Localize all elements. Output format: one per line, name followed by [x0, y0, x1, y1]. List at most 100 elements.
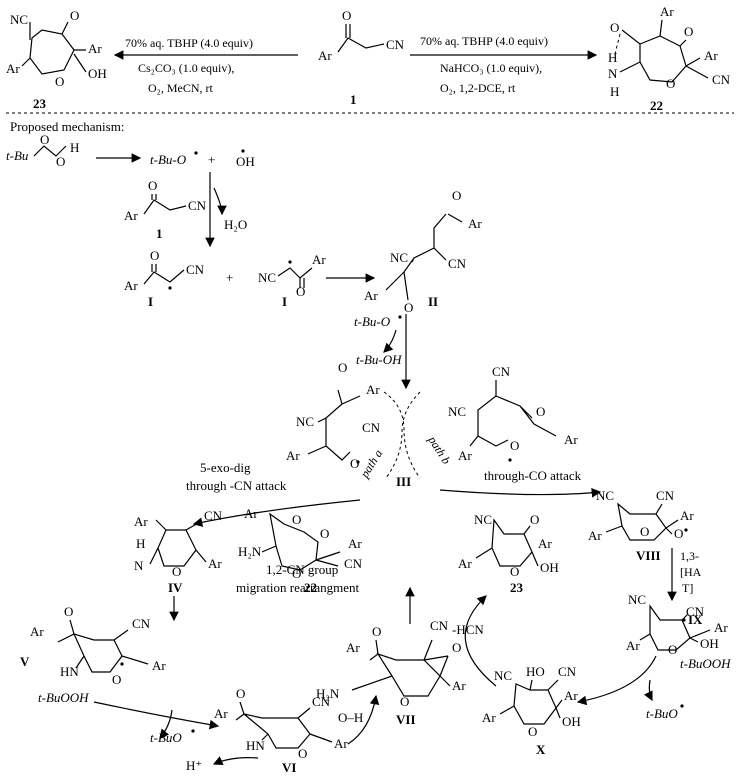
oh-label: OH: [700, 636, 719, 651]
reagent-right-2: NaHCO₃ (1.0 equiv),: [440, 61, 542, 75]
compound-label-22: 22: [650, 98, 663, 113]
ar-label: Ar: [468, 216, 482, 231]
nc-label: NC: [474, 512, 492, 527]
curved-arrow-hplus: [212, 756, 259, 765]
ar-label: Ar: [564, 688, 578, 703]
h-label: H: [610, 84, 619, 99]
tbuooh-left: t-BuOOH: [38, 690, 89, 705]
ar-label: Ar: [660, 4, 674, 19]
ar-label: Ar: [244, 506, 258, 521]
o-label: O: [56, 154, 65, 169]
arrow-v-to-vi: [93, 701, 220, 730]
compound-label-23: 23: [33, 96, 47, 111]
tbuo-left: t-BuO: [150, 730, 182, 745]
label-VII: VII: [396, 712, 416, 727]
label-22: 22: [304, 580, 317, 595]
oh-label: OH: [562, 714, 581, 729]
ar-label: Ar: [134, 514, 148, 529]
ar-label: Ar: [482, 710, 496, 725]
oh-label: OH: [540, 560, 559, 575]
ar-label: Ar: [124, 208, 138, 223]
o-label: O: [452, 188, 461, 203]
nc-label: NC: [296, 414, 314, 429]
o-label: O: [342, 8, 351, 23]
o-label: O: [528, 724, 537, 739]
curved-arrow-tbuo-left: [159, 709, 173, 739]
compound-label-1: 1: [350, 92, 357, 107]
nc-label: NC: [390, 250, 408, 265]
ar-label: Ar: [88, 41, 102, 56]
ar-label: Ar: [6, 61, 20, 76]
tbuoh-label: t-Bu-OH: [356, 352, 402, 367]
intermediate-VII: O Ar CN O H₂N O Ar VII: [316, 618, 466, 727]
cn-label: CN: [712, 72, 731, 87]
arrow-x-to-23: [464, 595, 497, 687]
o-label: O: [148, 178, 157, 193]
reagent-right-1: 70% aq. TBHP (4.0 equiv): [420, 34, 548, 48]
intermediate-III-left: O Ar NC CN Ar O: [286, 360, 381, 471]
ar-label: Ar: [346, 640, 360, 655]
o-label: O: [372, 624, 381, 639]
path-a-arrow: [192, 499, 361, 527]
compound-22-mech: Ar O O H₂N Ar CN O 22: [238, 506, 363, 595]
nc-label: NC: [628, 592, 646, 607]
cn-label: CN: [386, 37, 405, 52]
o-label: O: [292, 512, 301, 527]
o-label: O: [684, 24, 693, 39]
water-label: H₂O: [224, 217, 247, 232]
ar-label: Ar: [348, 536, 362, 551]
radical-I-left: O Ar CN I: [124, 248, 205, 309]
label-VIII: VIII: [636, 548, 661, 563]
o-label: O: [64, 604, 73, 619]
ho-label: HO: [526, 664, 545, 679]
cn-label: CN: [492, 364, 511, 379]
tbuooh-label: t-Bu: [6, 148, 29, 163]
label-I: I: [148, 294, 153, 309]
nc-label: NC: [258, 270, 276, 285]
path-a-label: path a: [357, 447, 385, 481]
oh-radical: OH: [236, 154, 255, 169]
ar-label: Ar: [364, 288, 378, 303]
ar-label: Ar: [318, 48, 332, 63]
ar-label: Ar: [452, 678, 466, 693]
o-label: O: [536, 404, 545, 419]
o-label: O: [674, 526, 683, 541]
nc-label: NC: [494, 668, 512, 683]
plus-sign: +: [226, 270, 233, 285]
o-label: O: [70, 8, 79, 23]
o-label: O: [666, 76, 675, 91]
ar-label: Ar: [208, 556, 222, 571]
label-I: I: [282, 294, 287, 309]
label-IV: IV: [168, 580, 183, 595]
tbuo-radical-2: t-Bu-O: [354, 314, 391, 329]
path-b-label: path b: [425, 433, 453, 467]
curved-arrow-tbuoh: [383, 329, 397, 353]
ar-label: Ar: [334, 736, 348, 751]
curved-arrow-tbuo-right: [643, 679, 653, 702]
cn-label: CN: [188, 198, 207, 213]
h2n-label: H₂N: [238, 544, 262, 559]
oh-label: OH: [88, 66, 107, 81]
cn-label: CN: [204, 508, 223, 523]
path-b-arrow: [439, 488, 602, 498]
o-label: O: [530, 512, 539, 527]
ar-label: Ar: [312, 252, 326, 267]
bifurcation-dash: [383, 391, 421, 479]
reagent-right-3: O₂, 1,2-DCE, rt: [440, 81, 516, 95]
o-label: O: [338, 360, 347, 375]
tbuo-radical: t-Bu-O: [150, 152, 187, 167]
label-X: X: [536, 742, 546, 757]
o-label: O: [172, 564, 181, 579]
o-label: O: [400, 694, 409, 709]
o-label: O: [296, 284, 305, 299]
intermediate-IX: NC CN Ar Ar OH O IX: [626, 592, 728, 657]
compound-1-top: O Ar CN 1: [318, 8, 405, 107]
ar-label: Ar: [588, 528, 602, 543]
exo-dig-label: 5-exo-dig: [200, 460, 251, 475]
plus-sign: +: [208, 152, 215, 167]
intermediate-VI: O Ar CN O–H HN O Ar VI: [214, 686, 363, 775]
label-1: 1: [156, 226, 163, 241]
label-II: II: [428, 294, 438, 309]
cn-label: CN: [448, 256, 467, 271]
cn-attack-label: through -CN attack: [186, 478, 287, 493]
